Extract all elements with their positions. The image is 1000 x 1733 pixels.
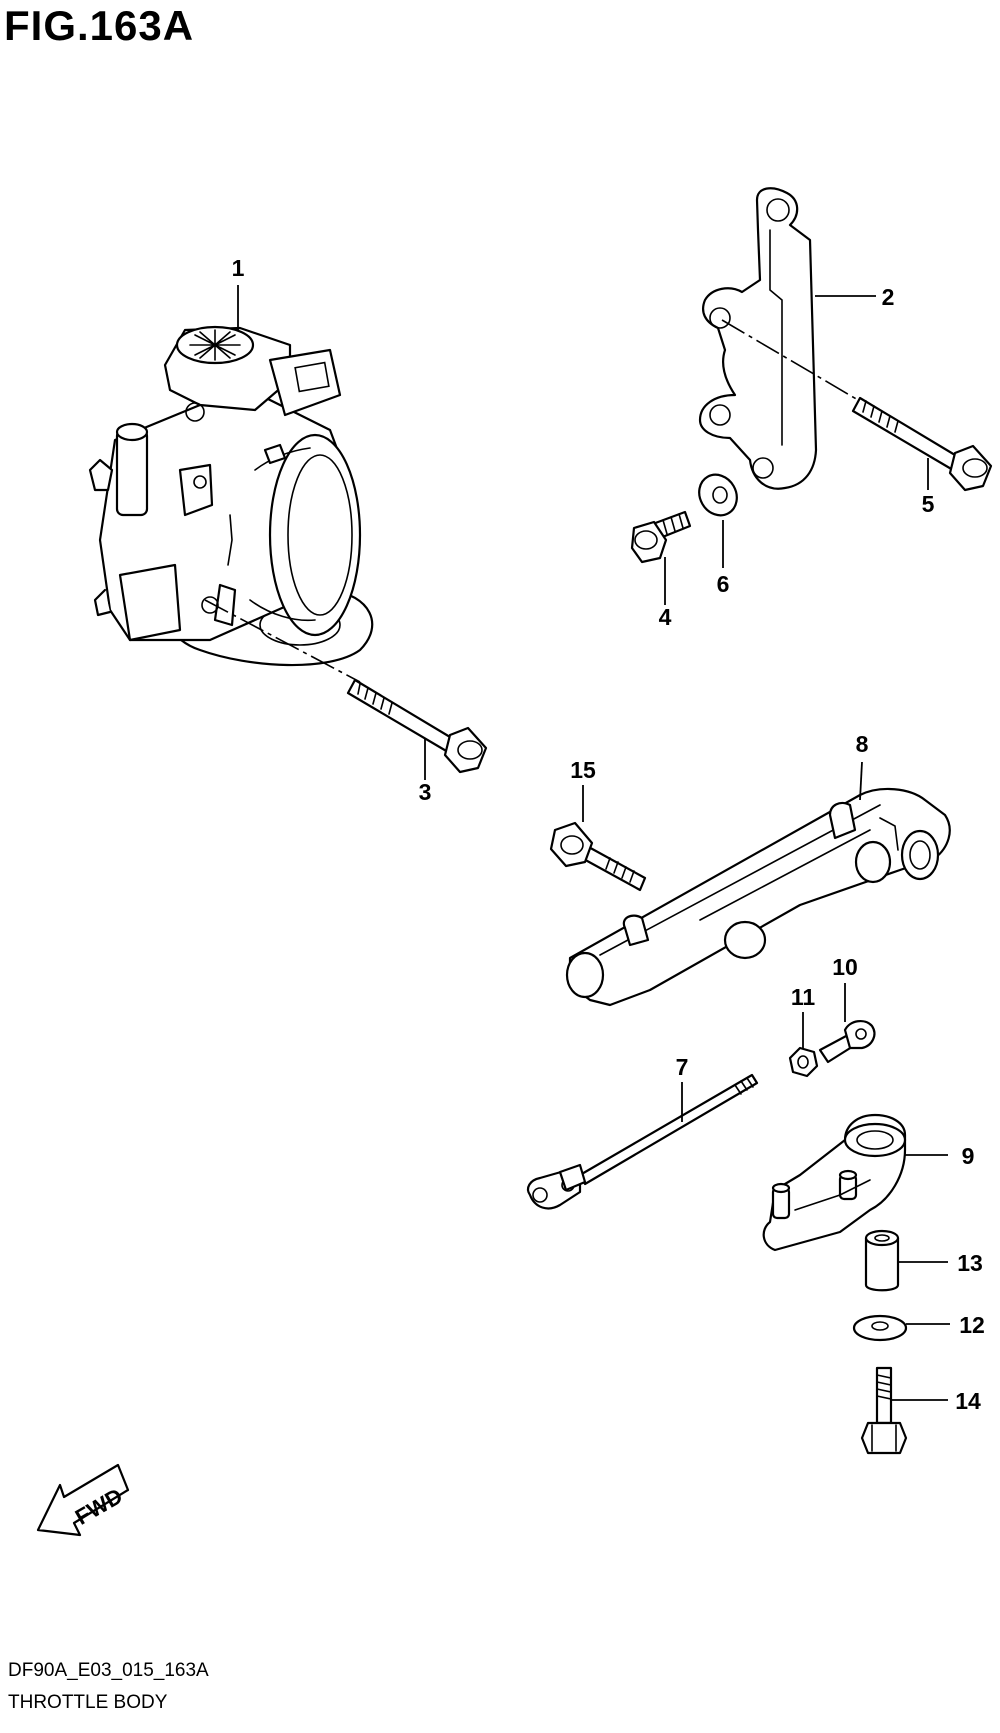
callout-14: 14 <box>955 1388 981 1414</box>
callout-15: 15 <box>570 757 596 783</box>
nut-part-11[interactable] <box>788 1046 819 1078</box>
bolt-part-15[interactable] <box>549 821 647 892</box>
figure-name: THROTTLE BODY <box>8 1692 168 1713</box>
bolt-part-4[interactable] <box>630 510 692 564</box>
callout-7: 7 <box>676 1054 689 1080</box>
leader-lines <box>237 285 950 1401</box>
callout-11: 11 <box>791 984 816 1010</box>
callout-13: 13 <box>957 1250 983 1276</box>
rod-end-part-10[interactable] <box>818 1020 876 1064</box>
throttle-rod-part-7[interactable] <box>526 1073 759 1210</box>
callout-12: 12 <box>959 1312 985 1338</box>
bolt-part-3[interactable] <box>346 678 488 774</box>
figure-code: DF90A_E03_015_163A <box>8 1660 209 1681</box>
fwd-direction-arrow: FWD <box>36 1463 130 1537</box>
callout-8: 8 <box>856 731 869 757</box>
bolt-part-5[interactable] <box>851 396 993 492</box>
throttle-body-part-1[interactable] <box>88 325 374 667</box>
collar-part-13[interactable] <box>864 1229 900 1292</box>
bolt-part-14[interactable] <box>860 1366 908 1455</box>
washer-part-6[interactable] <box>692 468 744 522</box>
callout-10: 10 <box>832 954 858 980</box>
callout-labels: 1 2 3 4 5 6 7 8 9 10 11 12 13 14 15 <box>232 255 985 1414</box>
figure-title: FIG.163A <box>4 2 195 49</box>
bracket-part-2[interactable] <box>698 187 818 490</box>
callout-3: 3 <box>419 779 432 805</box>
washer-part-12[interactable] <box>852 1314 908 1342</box>
lever-part-9[interactable] <box>762 1113 907 1252</box>
callout-2: 2 <box>882 284 895 310</box>
callout-4: 4 <box>659 604 672 630</box>
callout-5: 5 <box>922 491 935 517</box>
callout-9: 9 <box>962 1143 975 1169</box>
callout-6: 6 <box>717 571 730 597</box>
callout-1: 1 <box>232 255 245 281</box>
assembly-center-lines <box>204 319 859 683</box>
link-arm-part-8[interactable] <box>565 787 951 1007</box>
